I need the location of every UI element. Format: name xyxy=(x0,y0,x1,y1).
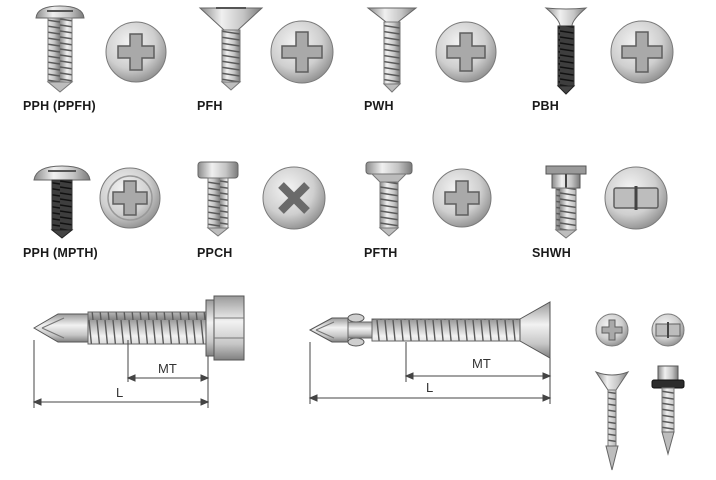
small-phillips-head-view xyxy=(595,313,629,347)
ppch-side-view xyxy=(197,161,239,237)
label-pwh: PWH xyxy=(364,99,394,113)
label-pbh: PBH xyxy=(532,99,559,113)
pph-mpth-head-view xyxy=(99,167,161,229)
small-hex-head-view xyxy=(651,313,685,347)
pbh-side-view xyxy=(544,7,588,95)
pfh-head-view xyxy=(270,20,334,84)
hex-self-drilling-screw-diagram xyxy=(33,295,245,361)
label-ppch: PPCH xyxy=(197,246,233,260)
left-mt-label: MT xyxy=(158,361,177,376)
ppch-head-view xyxy=(262,166,326,230)
left-l-label: L xyxy=(116,385,123,400)
small-flat-head-drill-screw xyxy=(594,370,630,471)
small-hex-washer-drill-screw xyxy=(651,365,685,456)
shwh-side-view xyxy=(545,165,587,239)
pph-ppfh-head-view xyxy=(105,21,167,83)
pwh-head-view xyxy=(435,21,497,83)
right-l-label: L xyxy=(426,380,433,395)
pwh-side-view xyxy=(366,7,418,93)
label-pfh: PFH xyxy=(197,99,223,113)
pfth-head-view xyxy=(432,168,492,228)
label-shwh: SHWH xyxy=(532,246,571,260)
flat-head-self-drilling-screw-diagram xyxy=(308,301,551,359)
pph-ppfh-side-view xyxy=(35,5,85,93)
label-pph-mpth: PPH (MPTH) xyxy=(23,246,98,260)
right-dimension-lines xyxy=(308,342,552,404)
shwh-head-view xyxy=(604,166,668,230)
pfh-side-view xyxy=(198,7,264,91)
right-mt-label: MT xyxy=(472,356,491,371)
label-pph-ppfh: PPH (PPFH) xyxy=(23,99,96,113)
pph-mpth-side-view xyxy=(33,165,91,239)
pfth-side-view xyxy=(365,161,413,237)
label-pfth: PFTH xyxy=(364,246,398,260)
left-dimension-lines xyxy=(32,340,210,408)
pbh-head-view xyxy=(610,20,674,84)
